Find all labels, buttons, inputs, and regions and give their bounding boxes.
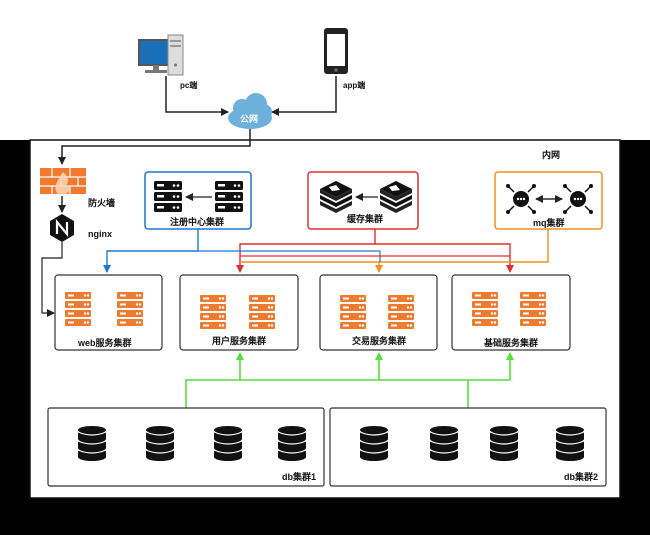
nginx-icon <box>50 214 74 242</box>
public-network-label: 公网 <box>240 114 259 124</box>
mobile-to-cloud-link <box>271 76 337 116</box>
mobile-phone-icon <box>324 28 348 74</box>
cloud-icon <box>228 93 272 129</box>
firewall-label: 防火墙 <box>88 198 116 208</box>
user-cluster-box <box>179 274 299 351</box>
nginx-to-web-link <box>41 242 63 317</box>
mobile-label: app端 <box>343 81 366 90</box>
cloud-to-firewall-link <box>58 129 251 165</box>
trade-cluster-box <box>319 274 438 351</box>
mq-cluster-label: mq集群 <box>533 218 565 228</box>
mq-links <box>240 229 549 273</box>
trade-cluster-label: 交易服务集群 <box>352 336 407 346</box>
nginx-label: nginx <box>88 229 112 239</box>
db2-cluster-label: db集群2 <box>564 472 599 482</box>
web-cluster-label: web服务集群 <box>78 338 132 348</box>
registry-extra-links <box>198 250 381 262</box>
registry-links <box>103 229 199 273</box>
pc-to-cloud-link <box>165 76 229 116</box>
internal-network-label: 内网 <box>542 150 561 160</box>
db1-cluster-label: db集群1 <box>282 472 317 482</box>
registry-cluster-label: 注册中心集群 <box>170 217 225 227</box>
desktop-pc-icon <box>138 34 184 76</box>
db-links <box>185 352 514 408</box>
pc-label: pc端 <box>180 81 198 90</box>
db2-cluster-box <box>329 407 607 487</box>
cache-cluster-label: 缓存集群 <box>347 214 384 224</box>
base-cluster-label: 基础服务集群 <box>484 338 539 348</box>
db1-cluster-box <box>47 407 325 487</box>
firewall-icon <box>40 168 86 194</box>
user-cluster-label: 用户服务集群 <box>212 336 267 346</box>
